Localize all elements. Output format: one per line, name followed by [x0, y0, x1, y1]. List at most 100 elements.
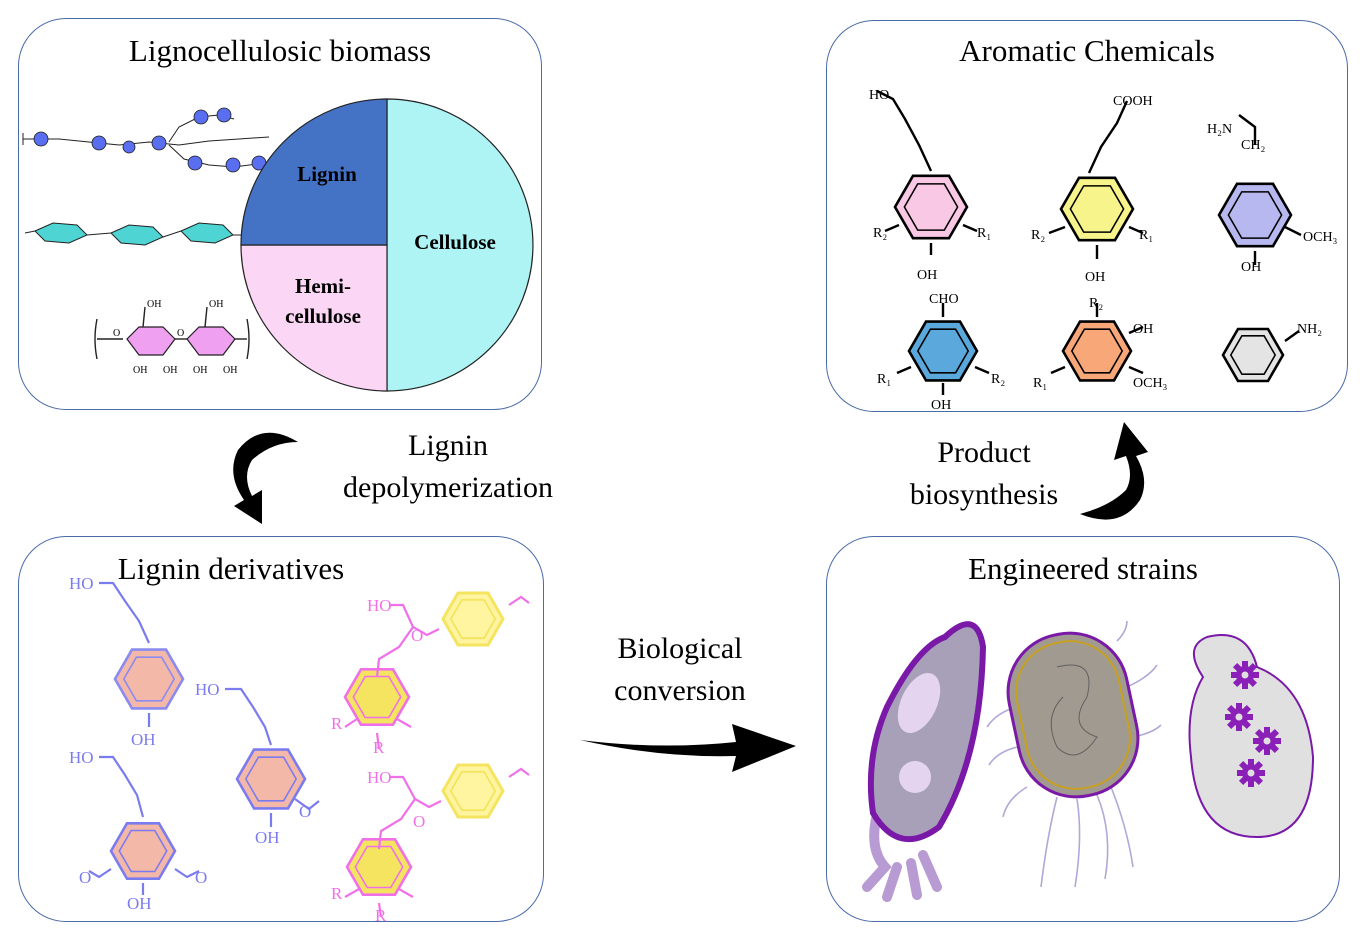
glucose-oh-label: OH: [193, 365, 207, 376]
label-ho: HO: [69, 574, 94, 593]
dimer-ring-inner: [354, 845, 404, 889]
label-r2: R₂: [991, 372, 1005, 387]
glucose-oh-label: OH: [223, 365, 237, 376]
depolymerization-arrow-icon: [233, 432, 298, 524]
derivative-structures: HO OH HO OH O HO OH O O HO O R R HO O R …: [69, 574, 530, 925]
label-r2: R₂: [1031, 228, 1045, 243]
pie-label-lignin: Lignin: [297, 162, 357, 186]
label-oh: OH: [127, 894, 152, 913]
glucose-oh-label: OH: [163, 365, 177, 376]
biosynthesis-arrow-icon: [1080, 422, 1148, 520]
derivatives-title: Lignin derivatives: [117, 551, 345, 586]
label-ho: HO: [367, 768, 392, 787]
gear-icon: [1231, 661, 1259, 689]
coniferyl-ring-inner: [244, 756, 298, 802]
depolymerization-label: Lignin depolymerization: [338, 425, 558, 509]
biological-label: Biological conversion: [570, 628, 790, 712]
glucose-oh-label: OH: [147, 299, 161, 310]
label-ho: HO: [69, 748, 94, 767]
dimer-ring: [441, 591, 505, 647]
label-cooh: COOH: [1113, 94, 1153, 109]
label-h2n: H₂N: [1207, 122, 1232, 137]
label-och3: OCH₃: [1133, 376, 1168, 391]
label-o: O: [195, 868, 207, 887]
label-oh: OH: [917, 268, 937, 283]
label-ch2: CH₂: [1241, 138, 1265, 153]
sinapyl-ring: [109, 821, 177, 881]
label-r: R: [331, 714, 343, 733]
strain-illustrations: [862, 620, 1315, 902]
benzene-ring-inner: [1229, 335, 1277, 375]
label-r1: R₁: [1139, 228, 1153, 243]
gear-icon: [1253, 727, 1281, 755]
benzene-ring: [1221, 327, 1285, 383]
pie-label-hemi: Hemi-: [295, 274, 351, 298]
pie-label-cellulose: Cellulose: [414, 230, 496, 254]
depolymerization-line1: Lignin: [408, 429, 488, 462]
biological-line1: Biological: [617, 632, 743, 665]
coumaryl-ring: [113, 648, 185, 710]
aromatics-panel: Aromatic Chemicals: [826, 20, 1348, 413]
glucose-o-label: O: [177, 328, 184, 339]
derivatives-panel: Lignin derivatives: [18, 536, 544, 925]
dimer-ring: [441, 763, 505, 819]
cellulose-chain-icon: [24, 222, 243, 246]
label-ho: HO: [195, 680, 220, 699]
biological-arrow-icon: [580, 724, 796, 772]
label-r2: R₂: [1089, 296, 1103, 311]
label-cho: CHO: [929, 292, 959, 307]
label-r1: R₁: [877, 372, 891, 387]
gear-icon: [1237, 759, 1265, 787]
dimer-ring-inner: [449, 598, 497, 640]
glucose-o-label: O: [113, 328, 120, 339]
glucose-oh-label: OH: [133, 365, 147, 376]
dimer-ring-inner: [352, 675, 402, 719]
label-oh: OH: [1241, 260, 1261, 275]
benzene-ring: [893, 174, 969, 240]
label-r1: R₁: [977, 226, 991, 241]
biosynthesis-label: Product biosynthesis: [876, 432, 1092, 516]
lignin-polymer-icon: [22, 107, 270, 173]
aromatics-title: Aromatic Chemicals: [959, 33, 1215, 68]
benzene-ring-inner: [1227, 191, 1283, 239]
aromatic-structures: HO OH R₂ R₁ COOH OH R₂ R₁ H₂N CH₂ OCH₃ O…: [869, 88, 1338, 413]
strains-panel: Engineered strains: [826, 536, 1340, 922]
label-och3: OCH₃: [1303, 230, 1338, 245]
label-r2: R₂: [873, 226, 887, 241]
yeast-icon: [1188, 634, 1315, 839]
bacterium-icon: [862, 621, 987, 902]
dimer-ring: [343, 668, 411, 726]
strains-title: Engineered strains: [968, 551, 1198, 586]
benzene-ring-inner: [1070, 328, 1124, 374]
label-r1: R₁: [1033, 376, 1047, 391]
pie-slice: [240, 244, 388, 392]
biosynthesis-line2: biosynthesis: [909, 478, 1059, 511]
benzene-ring-inner: [916, 328, 970, 374]
biomass-panel: Lignocellulosic biomass: [18, 18, 542, 410]
label-o: O: [79, 868, 91, 887]
sinapyl-ring-inner: [118, 829, 168, 873]
label-o: O: [411, 626, 423, 645]
benzene-ring: [1217, 182, 1293, 248]
benzene-ring-inner: [1069, 185, 1125, 233]
label-nh2: NH₂: [1297, 322, 1322, 337]
biosynthesis-line1: Product: [937, 436, 1031, 469]
pie-slice: [386, 98, 534, 392]
label-oh: OH: [1133, 322, 1153, 337]
label-ho: HO: [367, 596, 392, 615]
biomass-title: Lignocellulosic biomass: [128, 33, 432, 68]
benzene-ring-inner: [903, 183, 959, 231]
label-o: O: [413, 812, 425, 831]
coumaryl-ring-inner: [122, 656, 176, 702]
biological-line2: conversion: [614, 674, 746, 707]
label-oh: OH: [255, 828, 280, 847]
label-r: R: [331, 884, 343, 903]
gear-icon: [1225, 703, 1253, 731]
ecoli-icon: [986, 620, 1162, 888]
pie-label-hemi-2: cellulose: [285, 304, 361, 328]
benzene-ring: [1059, 176, 1135, 242]
label-r: R: [375, 906, 387, 925]
composition-pie: Lignin Cellulose Hemi- cellulose: [240, 98, 534, 392]
depolymerization-line2: depolymerization: [343, 471, 553, 504]
benzene-ring: [1061, 320, 1133, 382]
